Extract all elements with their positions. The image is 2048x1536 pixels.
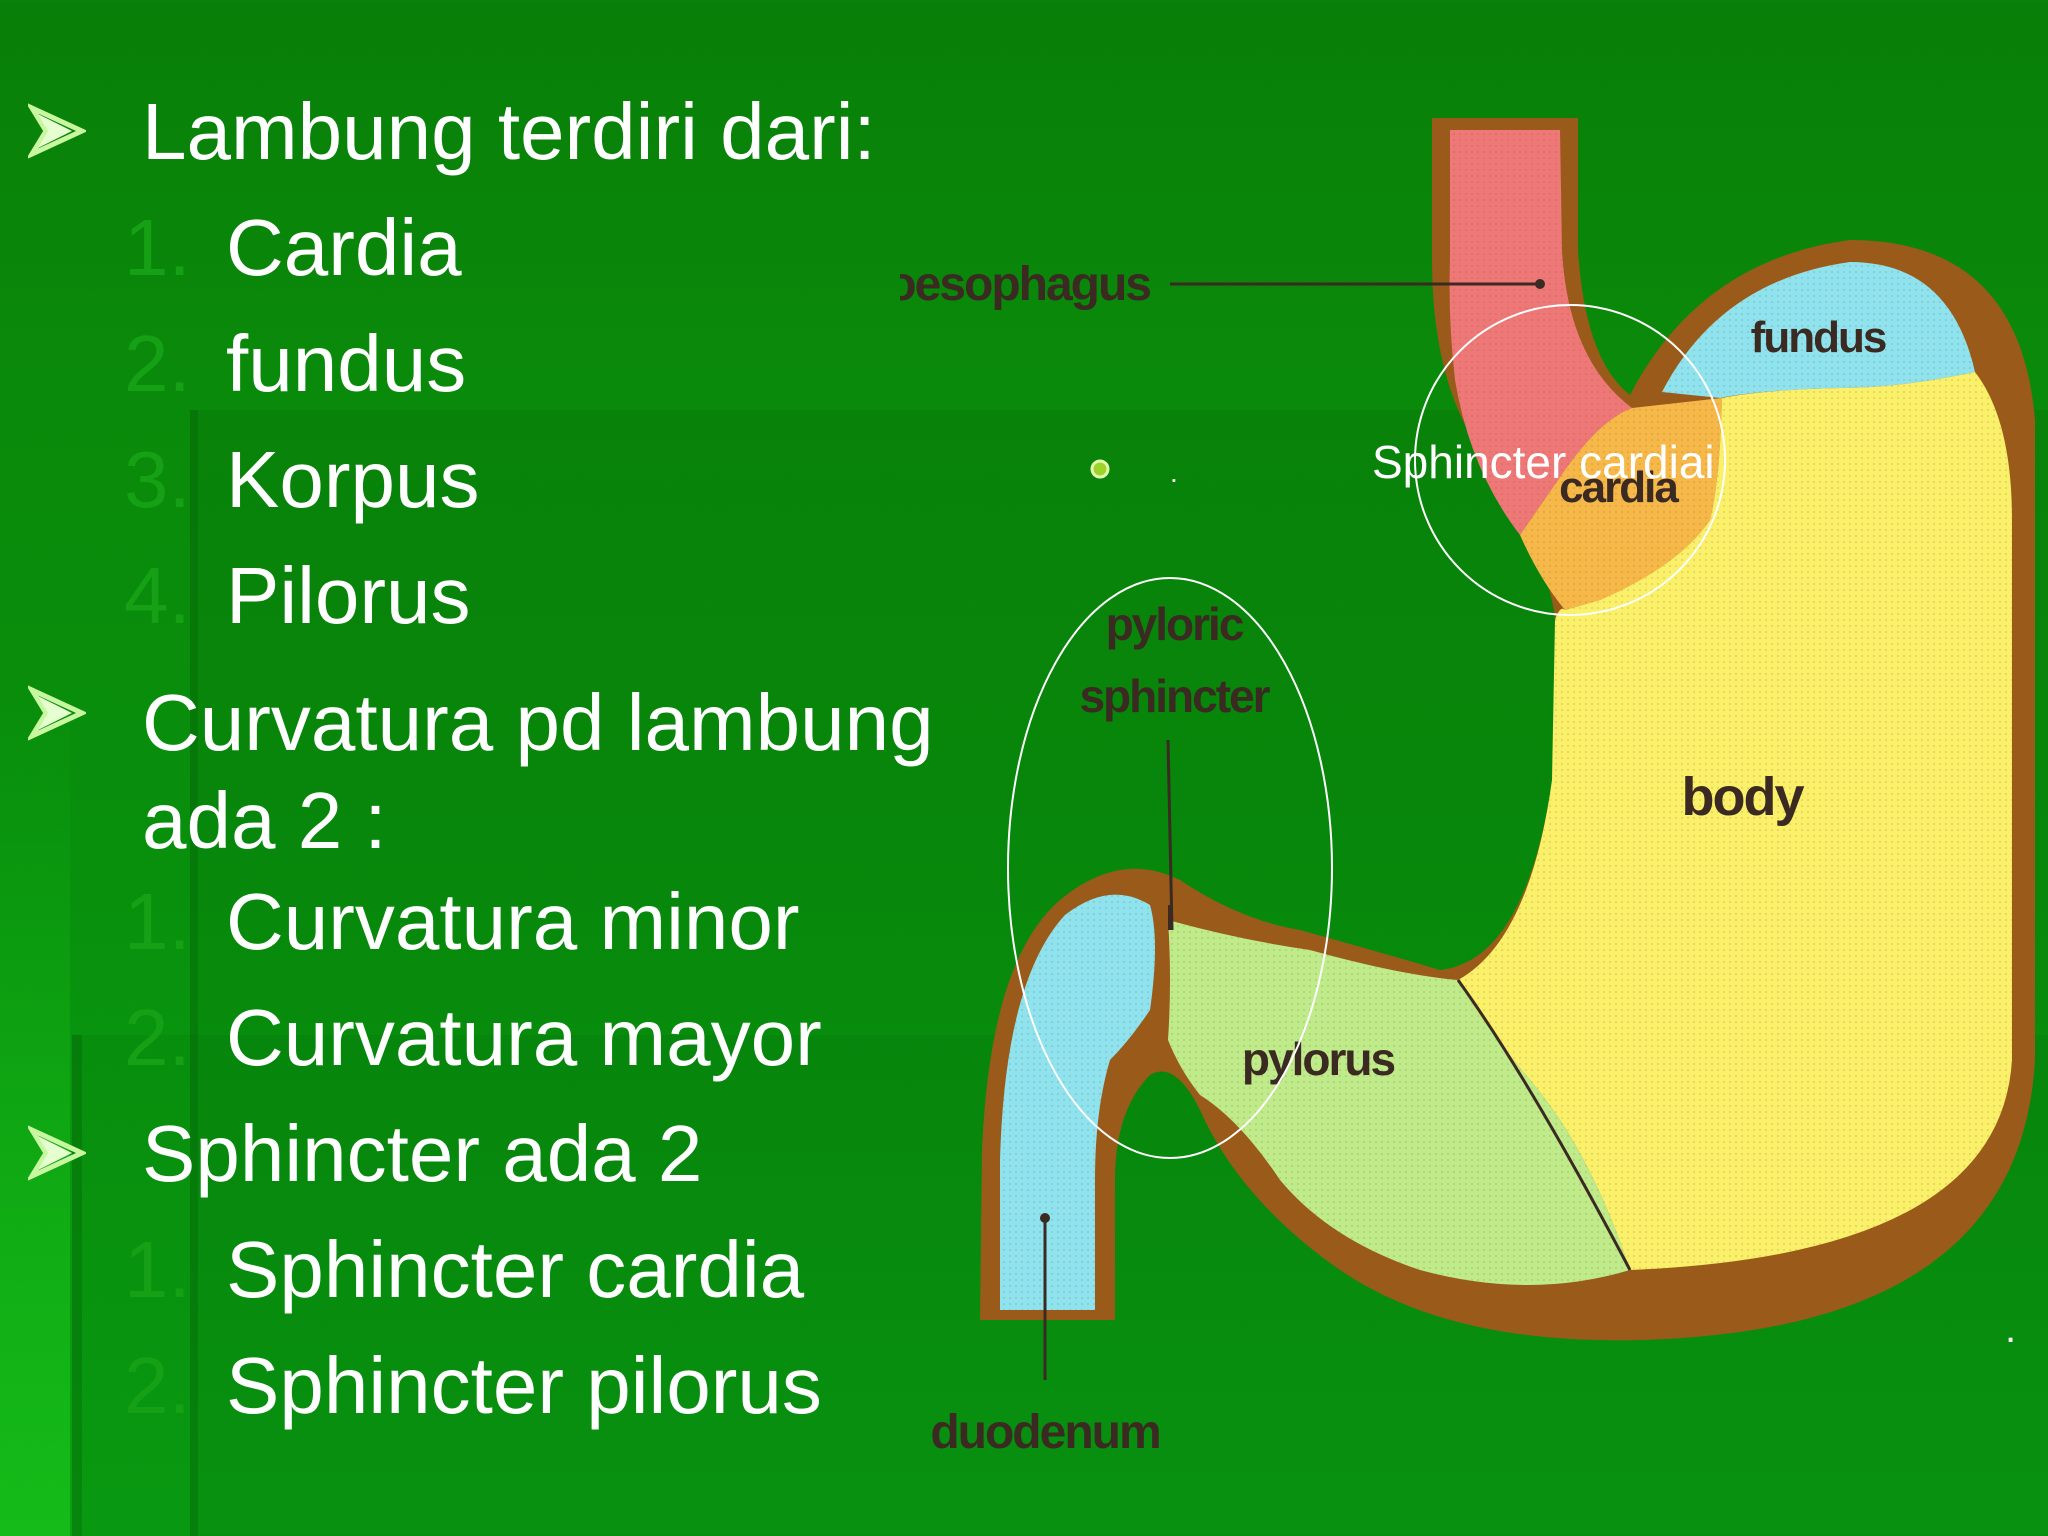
arrow-bullet-icon	[28, 685, 86, 741]
item-number: 1.	[124, 203, 191, 292]
item-number: 4.	[124, 551, 191, 640]
item-text: Sphincter pilorus	[226, 1341, 822, 1430]
item-number: 2.	[124, 1341, 191, 1430]
item-number: 2.	[124, 319, 191, 408]
bullet-list: Lambung terdiri dari: 1. Cardia 2. fundu…	[0, 0, 1000, 1536]
fundus-label: fundus	[1751, 313, 1886, 362]
bullet-text: Lambung terdiri dari:	[142, 87, 876, 176]
item-text: Cardia	[226, 203, 462, 292]
pyloric-sphincter-label: pyloric	[1106, 598, 1244, 650]
small-period-mark: .	[2005, 1307, 2016, 1351]
item-number: 3.	[124, 435, 191, 524]
cardia-highlight-circle	[1414, 304, 1726, 616]
body-label: body	[1682, 767, 1805, 827]
item-number: 2.	[124, 993, 191, 1082]
item-number: 1.	[124, 1225, 191, 1314]
item-text: Curvatura mayor	[226, 993, 822, 1082]
pylorus-label: pylorus	[1242, 1033, 1395, 1085]
sphincter-cardia-overlay-label: Sphincter cardiai	[1372, 436, 1715, 488]
arrow-bullet-icon	[28, 1125, 86, 1181]
item-text: Pilorus	[226, 551, 471, 640]
item-text: Sphincter cardia	[226, 1225, 805, 1314]
background-glow	[0, 700, 70, 1536]
item-text: fundus	[226, 319, 467, 408]
bullet-text: Sphincter ada 2	[142, 1109, 703, 1198]
item-number: 1.	[124, 877, 191, 966]
item-text: Korpus	[226, 435, 480, 524]
pyloric-sphincter-label: sphincter	[1079, 670, 1270, 722]
stomach-diagram: oesophagus fundus cardia body pylorus py…	[887, 80, 2048, 1480]
pyloric-leader-line	[1166, 739, 1174, 931]
bullet-text: Curvatura pd lambung ada 2 :	[142, 678, 934, 865]
duodenum-label: duodenum	[930, 1406, 1159, 1459]
cardia-label: cardia	[1559, 463, 1679, 512]
oesophagus-label: oesophagus	[900, 258, 1150, 311]
arrow-bullet-icon	[28, 103, 86, 159]
small-period-mark: .	[1170, 457, 1178, 488]
pylorus-highlight-ellipse	[1007, 577, 1333, 1159]
small-bullet-dot	[1090, 459, 1110, 479]
item-text: Curvatura minor	[226, 877, 800, 966]
